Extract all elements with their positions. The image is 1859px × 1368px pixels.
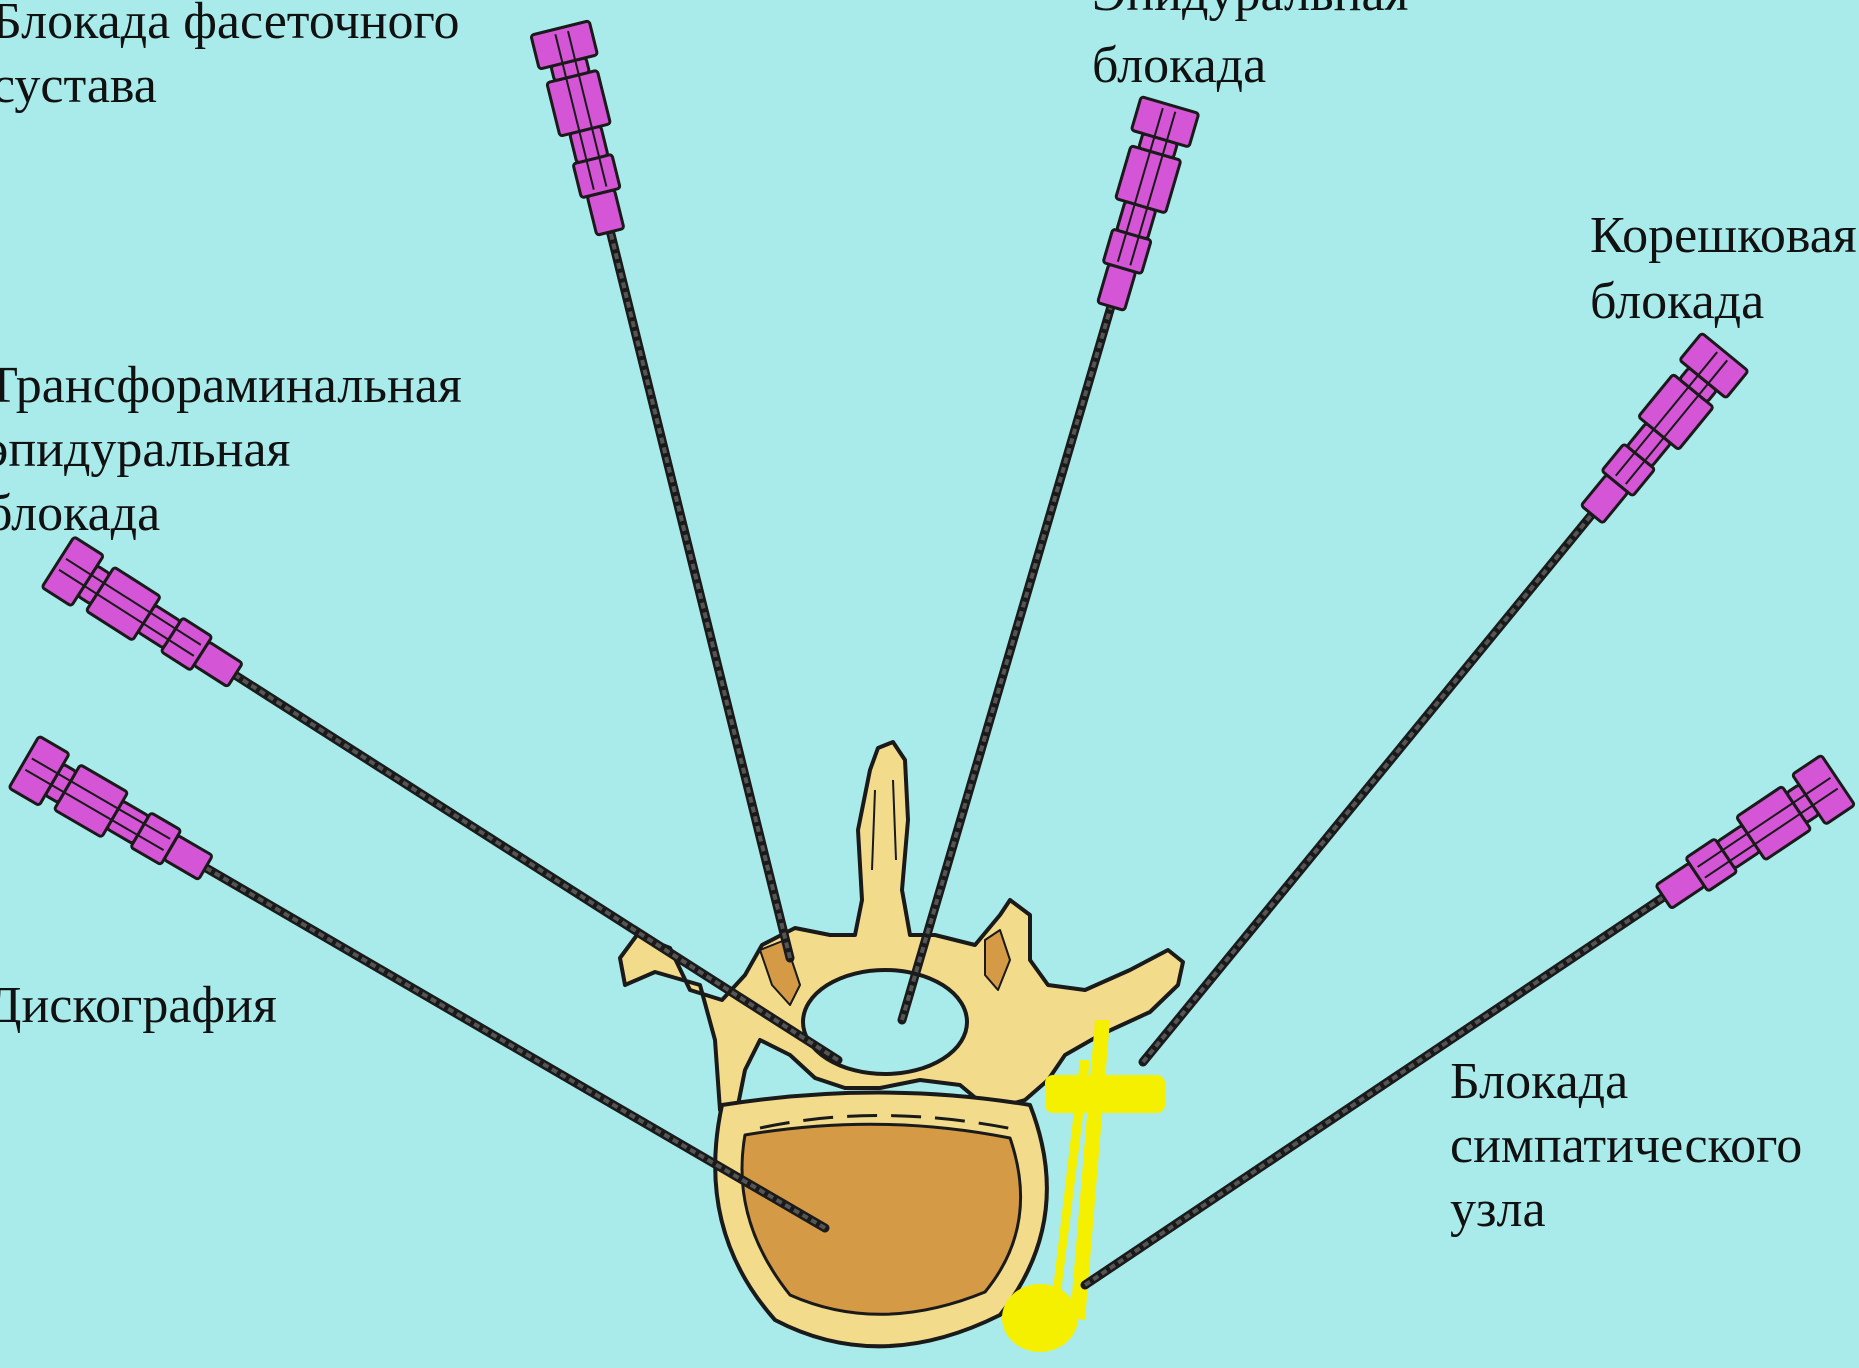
label-transforaminal-line-2: эпидуральная xyxy=(0,421,290,478)
label-root-line-2: блокада xyxy=(1590,273,1764,330)
label-epidural-line-2: блокада xyxy=(1092,37,1266,94)
label-sympathetic-line-1: Блокада xyxy=(1450,1053,1628,1110)
nerve-root-bar xyxy=(1045,1075,1165,1113)
label-discography: Дискография xyxy=(0,977,277,1034)
label-discography-line-1: Дискография xyxy=(0,977,277,1034)
label-facet-joint-line-1: Блокада фасеточного xyxy=(0,0,460,50)
label-transforaminal-line-1: Трансфораминальная xyxy=(0,357,462,414)
label-facet-joint-line-2: сустава xyxy=(0,57,157,114)
label-transforaminal-line-3: блокада xyxy=(0,485,160,542)
sympathetic-ganglion xyxy=(1002,1284,1078,1352)
intervertebral-disc xyxy=(742,1124,1021,1314)
label-root-line-1: Корешковая xyxy=(1590,207,1857,264)
label-epidural-line-1: Эпидуральная xyxy=(1092,0,1408,22)
label-sympathetic-line-2: симпатического xyxy=(1450,1117,1802,1174)
label-sympathetic-line-3: узла xyxy=(1450,1181,1546,1238)
